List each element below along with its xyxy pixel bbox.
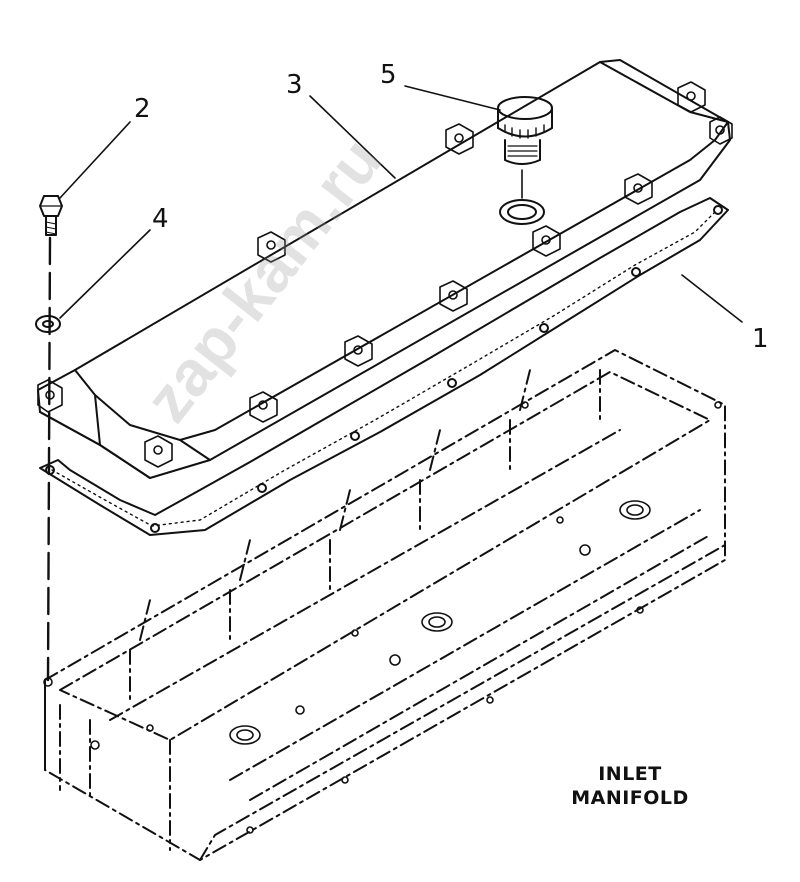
head-valve-seats [43,401,722,834]
callout-4: 4 [152,204,169,234]
o-ring [499,199,545,225]
cylinder-head [44,349,726,861]
caption-line-2: MANIFOLD [571,787,689,809]
washer [35,315,61,333]
breather-cap [497,96,553,199]
callout-2: 2 [134,94,151,124]
callout-5: 5 [380,60,397,90]
caption-line-1: INLET [598,763,662,785]
callout-3: 3 [286,70,303,100]
valve-cover [37,59,733,479]
bolt-axis [46,236,52,682]
leader-lines [59,85,743,323]
inlet-manifold-label: INLET MANIFOLD [560,762,700,810]
callout-1: 1 [752,324,769,354]
bolt [39,195,63,236]
